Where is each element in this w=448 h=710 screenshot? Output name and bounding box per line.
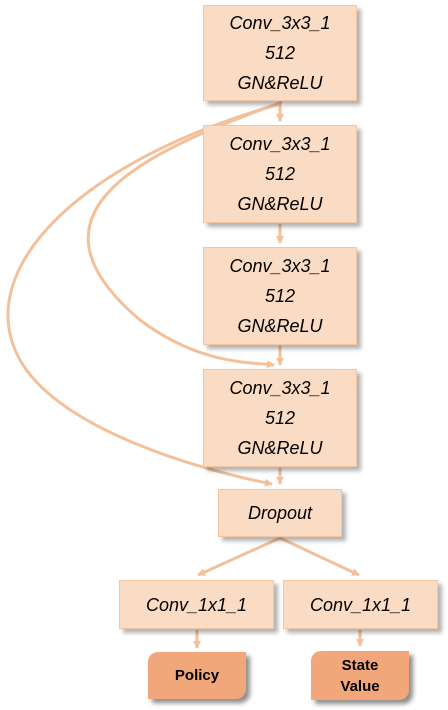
skip-connection-block1-to-block4 [86,100,283,369]
conv-block-2-norm: GN&ReLU [237,194,323,214]
conv-block-4-op: Conv_3x3_1 [229,378,331,398]
conv-block-4: Conv_3x3_1 512 GN&ReLU [203,369,357,467]
policy-output: Policy [148,652,246,699]
conv-block-3: Conv_3x3_1 512 GN&ReLU [203,247,357,345]
skip-connection-block1-to-dropout [6,102,281,487]
conv-block-1-channels: 512 [264,43,296,63]
conv-block-2: Conv_3x3_1 512 GN&ReLU [203,125,357,223]
conv-block-4-norm: GN&ReLU [237,438,323,458]
conv-block-2-op: Conv_3x3_1 [229,134,331,154]
dropout-block: Dropout [218,489,342,537]
head-conv-block-left: Conv_1x1_1 [119,580,274,629]
dropout-label: Dropout [247,503,313,523]
conv-block-1-op: Conv_3x3_1 [229,13,331,33]
head-conv-block-right: Conv_1x1_1 [283,580,438,629]
conv-block-3-norm: GN&ReLU [237,316,323,336]
conv-block-3-op: Conv_3x3_1 [229,256,331,276]
conv-block-1-norm: GN&ReLU [237,73,323,93]
conv-block-3-channels: 512 [264,286,296,306]
conv-block-4-channels: 512 [264,408,296,428]
arrow-dropout-to-head1 [197,536,281,577]
policy-label: Policy [174,667,220,684]
state-value-label-line2: Value [340,677,380,695]
state-value-output: State Value [311,651,409,700]
conv-block-2-channels: 512 [264,164,296,184]
arrow-dropout-to-head2 [279,536,360,577]
head-conv-left-label: Conv_1x1_1 [145,594,248,615]
head-conv-right-label: Conv_1x1_1 [309,594,412,615]
conv-block-1: Conv_3x3_1 512 GN&ReLU [203,5,357,101]
state-value-label-line1: State [341,656,379,674]
